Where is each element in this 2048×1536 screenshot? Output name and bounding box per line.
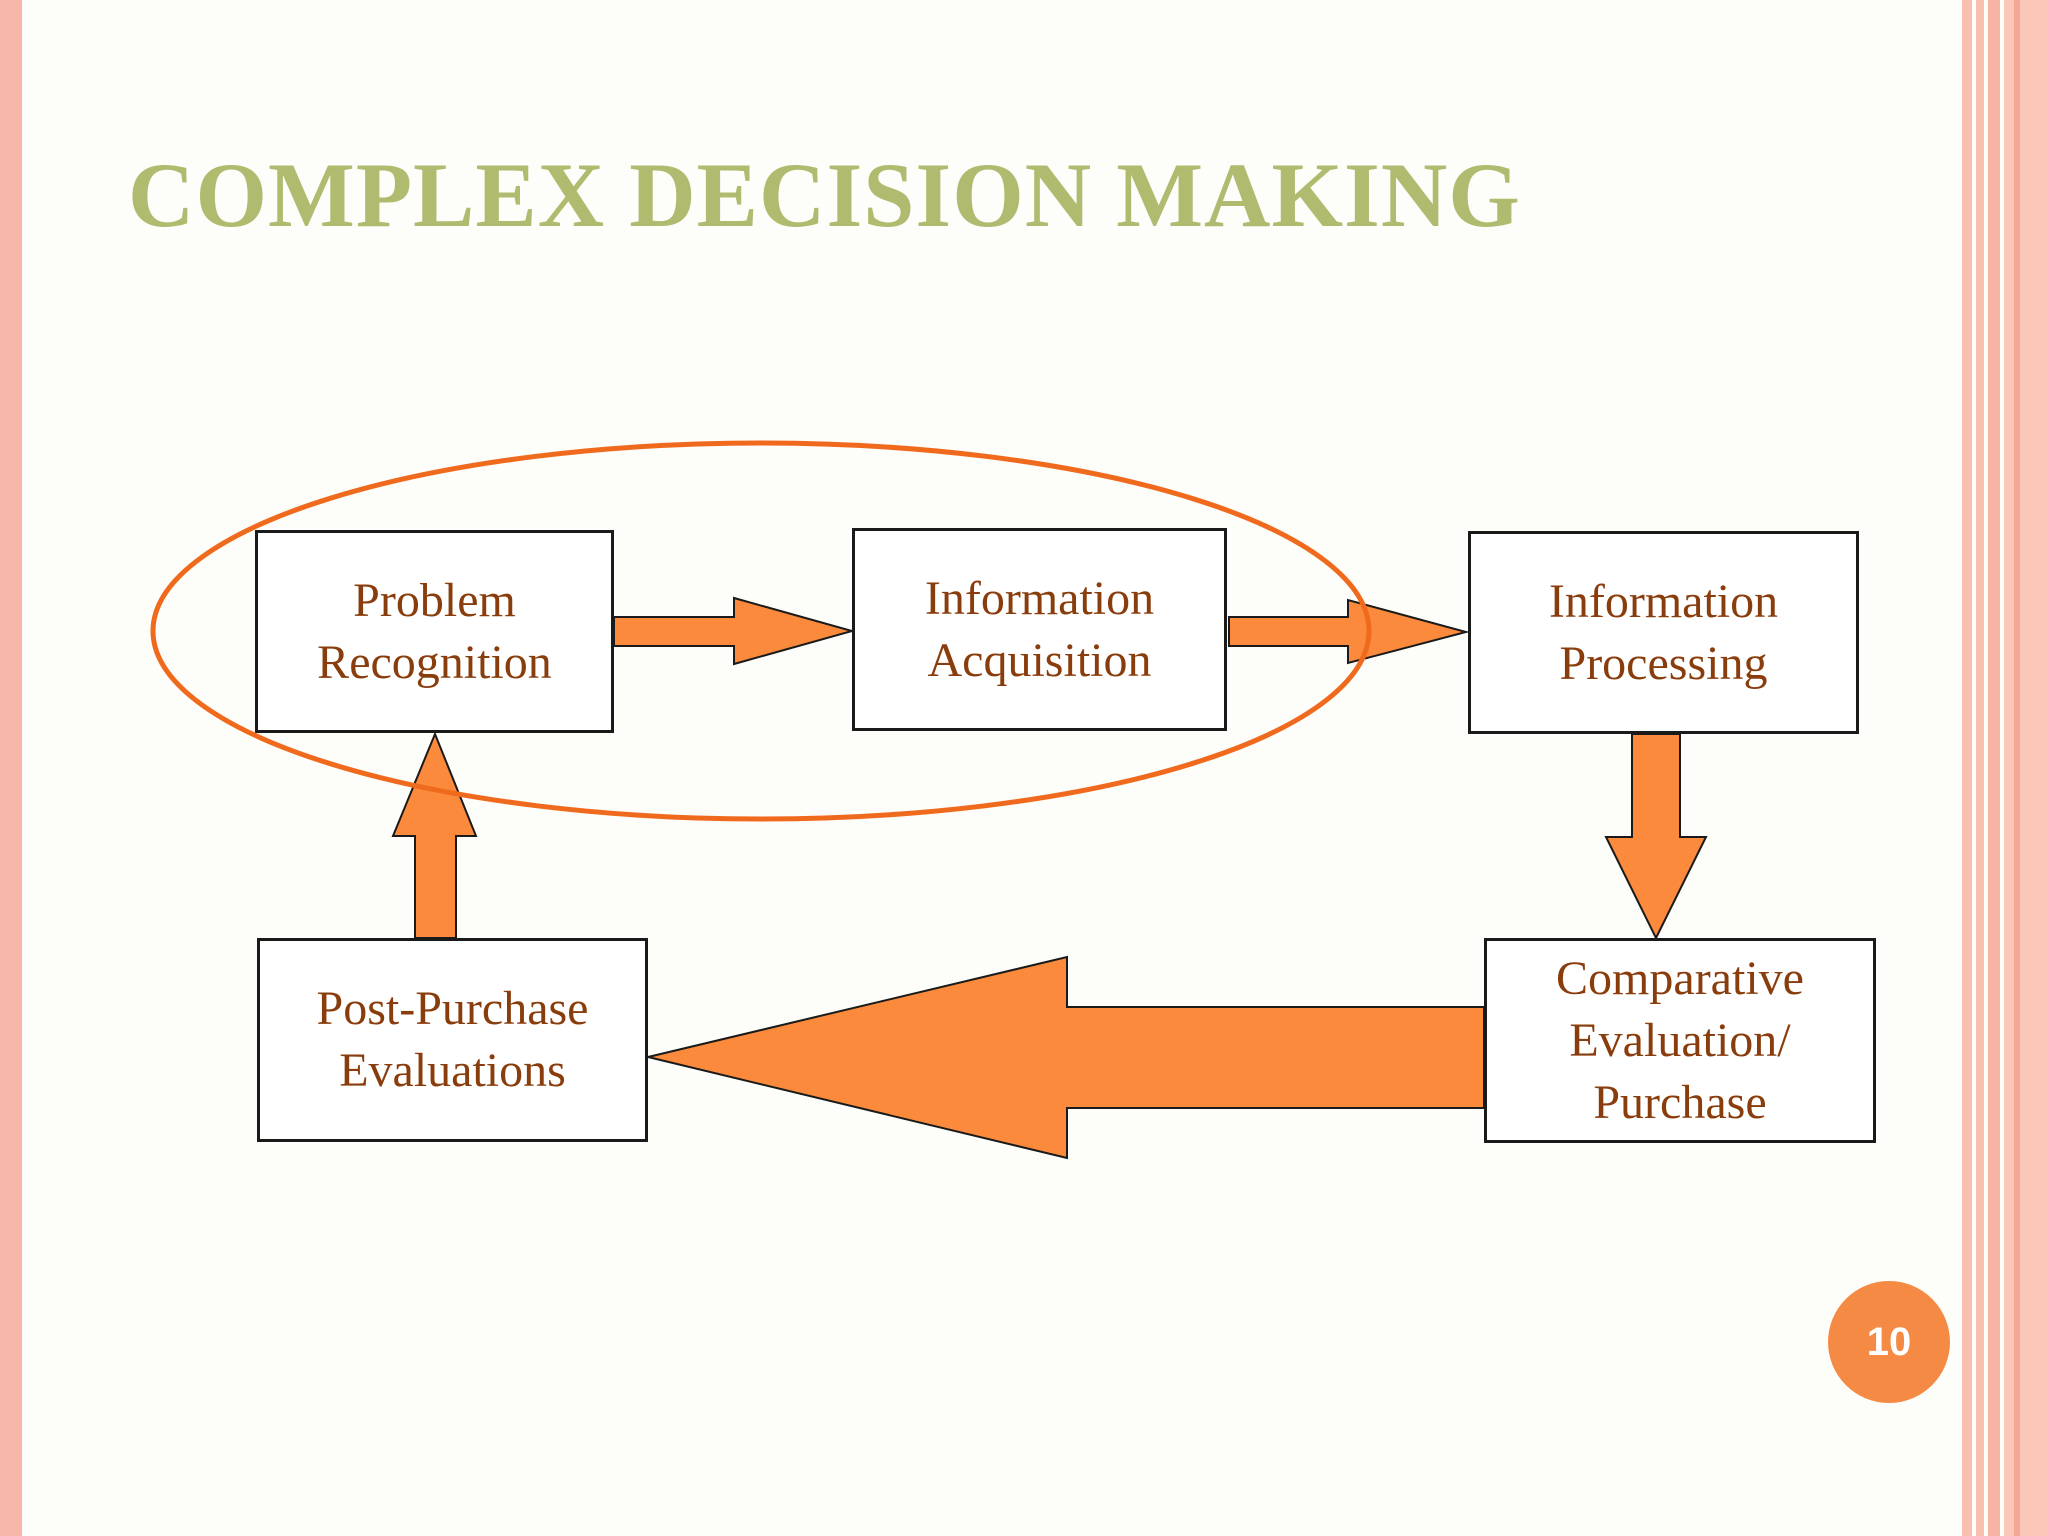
node-post-purchase-line-1: Post-Purchase (316, 982, 589, 1035)
arrow-problem-to-acquisition (613, 596, 856, 666)
node-problem-recognition: Problem Recognition (255, 530, 614, 733)
arrow-comparative-to-postpurchase (647, 955, 1485, 1160)
node-information-acquisition-line-1: Information (924, 571, 1155, 625)
arrow-processing-to-comparative (1604, 733, 1708, 941)
right-stripe-3 (1988, 0, 2000, 1536)
node-problem-recognition-line-2: Recognition (317, 635, 552, 689)
node-comparative-evaluation-line-2: Evaluation/ (1569, 1013, 1791, 1067)
right-stripe-5 (2014, 0, 2020, 1536)
node-post-purchase: Post-Purchase Evaluations (257, 938, 648, 1142)
node-information-processing: Information Processing (1468, 531, 1859, 734)
node-comparative-evaluation: Comparative Evaluation/ Purchase (1484, 938, 1876, 1143)
right-stripe-4 (2004, 0, 2048, 1536)
node-information-processing-line-2: Processing (1559, 636, 1768, 690)
left-border (0, 0, 22, 1536)
right-stripe-2 (1976, 0, 1984, 1536)
page-number-badge: 10 (1828, 1281, 1950, 1403)
node-comparative-evaluation-line-3: Purchase (1593, 1075, 1767, 1129)
node-information-acquisition: Information Acquisition (852, 528, 1227, 731)
node-information-processing-line-1: Information (1548, 574, 1779, 628)
node-information-acquisition-line-2: Acquisition (927, 633, 1152, 687)
node-problem-recognition-line-1: Problem (353, 573, 516, 627)
arrow-acquisition-to-processing (1228, 598, 1470, 665)
slide-title: COMPLEX DECISION MAKING (128, 144, 1521, 246)
right-stripe-1 (1962, 0, 1972, 1536)
arrow-postpurchase-to-problem (391, 731, 478, 939)
node-comparative-evaluation-line-1: Comparative (1556, 951, 1804, 1005)
node-post-purchase-line-2: Evaluations (339, 1044, 566, 1097)
